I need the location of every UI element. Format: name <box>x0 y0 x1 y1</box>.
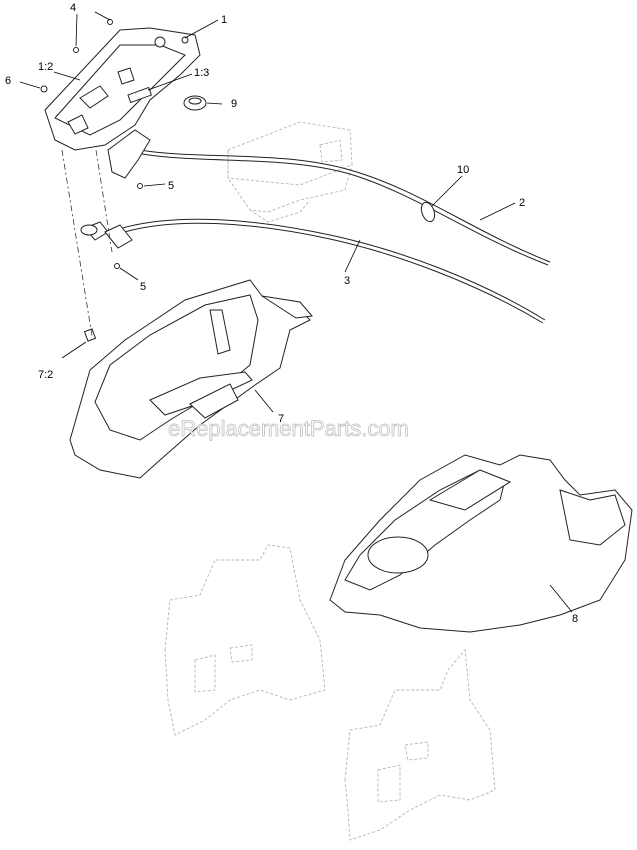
callout-1: 1 <box>221 14 227 26</box>
grommet-inner <box>188 97 202 105</box>
callout-7: 7 <box>278 413 284 425</box>
callout-8: 8 <box>572 613 578 625</box>
cable-item-3 <box>109 218 546 324</box>
leader-lines <box>19 11 573 613</box>
callout-2: 2 <box>519 197 525 209</box>
ghost-plate-left <box>164 544 326 736</box>
callout-3: 3 <box>344 275 350 287</box>
screw-item-4b <box>73 47 79 53</box>
assembly-line <box>61 149 93 337</box>
screw-item-6 <box>40 85 48 93</box>
callout-5-upper: 5 <box>168 180 174 192</box>
ghost-frame <box>227 121 353 223</box>
screw-item-5a <box>137 183 143 189</box>
callout-1-3: 1:3 <box>194 67 209 79</box>
callout-9: 9 <box>231 98 237 110</box>
screw-item-4a <box>107 19 113 25</box>
callout-6: 6 <box>5 75 11 87</box>
callout-1-2: 1:2 <box>38 61 53 73</box>
callout-7-2: 7:2 <box>38 369 53 381</box>
console-tray-item-7 <box>69 279 313 479</box>
callout-5-lower: 5 <box>140 281 146 293</box>
callout-4: 4 <box>70 2 76 14</box>
callout-10: 10 <box>457 164 469 176</box>
assembly-line-2 <box>95 149 113 253</box>
ghost-plate-right <box>344 648 496 841</box>
cable-ring-item-10 <box>420 201 436 223</box>
screw-item-5b <box>114 263 120 269</box>
seat-pod-item-8 <box>329 454 633 633</box>
throttle-lever <box>80 129 151 249</box>
watermark: eReplacementParts.com <box>168 416 409 441</box>
control-panel <box>44 27 201 151</box>
cable-item-2 <box>139 149 551 266</box>
clip-item-7-2 <box>83 328 97 342</box>
